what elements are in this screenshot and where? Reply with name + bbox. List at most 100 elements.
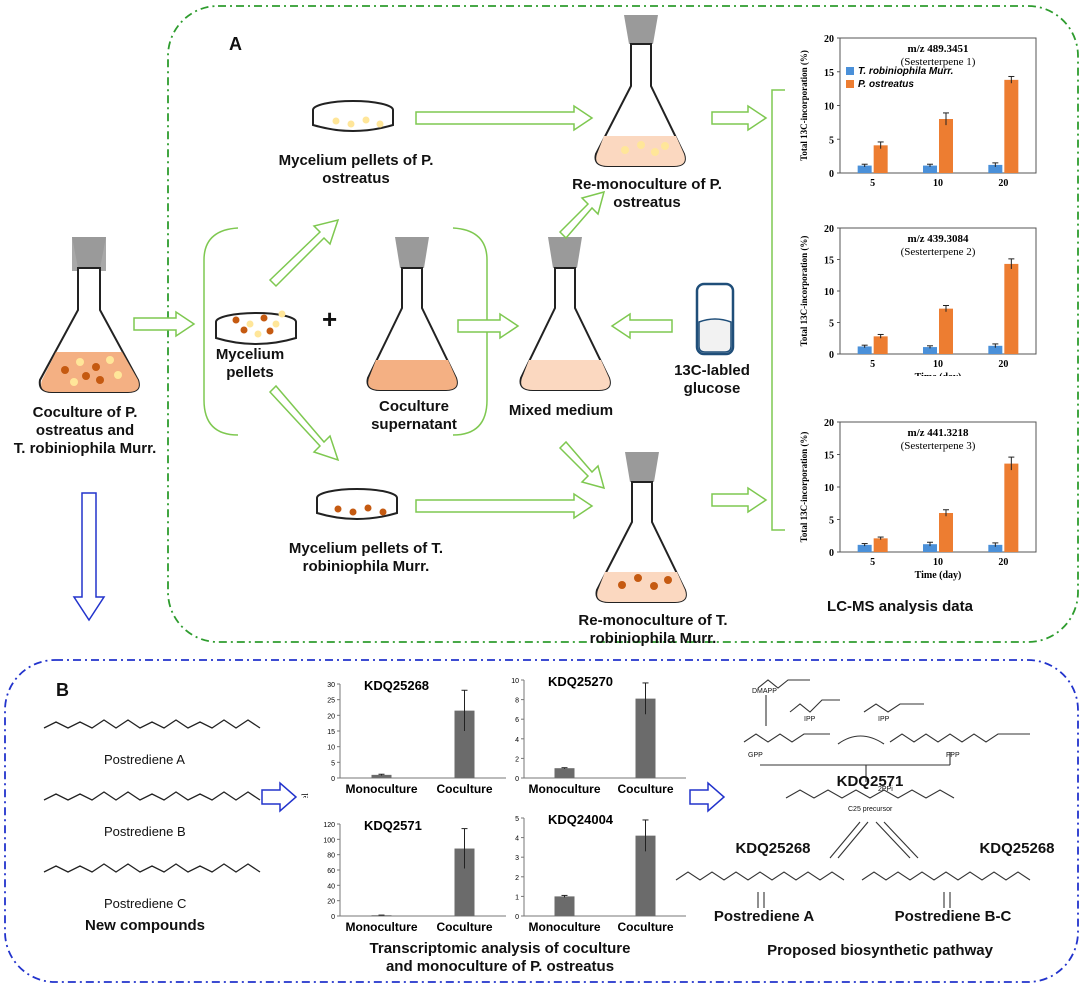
- y-tick-label: 0: [829, 350, 834, 361]
- bar: [923, 165, 937, 173]
- bar: [873, 336, 888, 354]
- bar: [635, 698, 656, 778]
- x-tick-label: 5: [870, 359, 875, 370]
- tr-pellets-dish-icon: [316, 488, 398, 520]
- pathway-enzyme-kdq25268-right: KDQ25268: [979, 840, 1055, 857]
- bar: [939, 119, 953, 173]
- lcms-label: LC-MS analysis data: [827, 598, 973, 615]
- x-tick-label: Monoculture: [346, 920, 418, 934]
- y-tick-label: 2: [515, 875, 519, 882]
- bar: [454, 710, 475, 778]
- y-tick-label: 5: [515, 816, 519, 823]
- chart-title: m/z 441.3218: [907, 427, 969, 439]
- y-tick-label: 1: [515, 894, 519, 901]
- pathway-enzyme-kdq2571: KDQ2571: [836, 773, 904, 790]
- x-tick-label: Coculture: [436, 920, 492, 934]
- legend-swatch: [846, 80, 854, 88]
- chart-title: KDQ24004: [548, 812, 614, 827]
- compound-structures: [43, 719, 261, 873]
- pathway-dmapp: DMAPP: [752, 688, 777, 695]
- remono-tr-label: Re-monoculture of T. robiniophila Murr.: [578, 612, 728, 647]
- bar: [857, 165, 872, 173]
- bar: [988, 544, 1003, 552]
- chart-title: KDQ25268: [364, 678, 429, 693]
- x-axis-label: Time (day): [915, 372, 962, 376]
- y-tick-label: 0: [515, 914, 519, 921]
- y-tick-label: 15: [824, 256, 834, 267]
- x-tick-label: Monoculture: [529, 920, 601, 934]
- x-tick-label: 5: [870, 557, 875, 568]
- mycelium-pellets-label: Mycelium pellets: [215, 346, 285, 381]
- y-tick-label: 120: [323, 822, 335, 829]
- y-tick-label: 80: [327, 853, 335, 860]
- y-tick-label: 0: [829, 548, 834, 559]
- panel-a-letter: A: [229, 34, 242, 54]
- arrow-to-pellets: [133, 310, 196, 338]
- pathway-gpp: GPP: [748, 752, 763, 759]
- compound-b-label: Postrediene B: [104, 824, 186, 839]
- plus-sign: +: [322, 304, 338, 334]
- y-axis-label: Total 13C-incorporation (%): [799, 236, 809, 347]
- pathway-c25: C25 precursor: [848, 806, 893, 813]
- y-tick-label: 3: [515, 855, 519, 862]
- y-tick-label: 0: [331, 914, 335, 921]
- y-tick-label: 4: [515, 836, 519, 843]
- compound-a-label: Postrediene A: [104, 752, 185, 767]
- glucose-tube-icon: [695, 282, 735, 356]
- coculture-flask-icon: [38, 237, 140, 393]
- y-tick-label: 2: [515, 756, 519, 763]
- x-tick-label: Coculture: [617, 782, 673, 796]
- arrow-to-mixed: [457, 312, 520, 340]
- bar: [923, 544, 937, 552]
- bar: [554, 896, 575, 916]
- bar: [857, 544, 872, 552]
- x-tick-label: 10: [933, 178, 943, 186]
- arrow-tr-to-charts: [711, 486, 768, 514]
- mixed-pellets-dish-icon: [215, 310, 297, 345]
- po-pellets-dish-icon: [312, 100, 394, 132]
- legend-label: P. ostreatus: [858, 79, 914, 90]
- bar: [1004, 263, 1019, 354]
- transcriptomic-line-2: and monoculture of P. ostreatus: [385, 958, 615, 975]
- y-tick-label: 10: [824, 483, 834, 494]
- compound-c-label: Postrediene C: [104, 896, 187, 911]
- pathway-enzyme-kdq25268-left: KDQ25268: [735, 840, 811, 857]
- arrow-to-pathway: [689, 781, 726, 813]
- pathway-product-left: Postrediene A: [713, 908, 815, 925]
- coculture-label-line-1: Coculture of P.: [32, 404, 138, 421]
- x-tick-label: Monoculture: [529, 782, 601, 796]
- x-tick-label: Monoculture: [346, 782, 418, 796]
- y-axis-label: Total 13C-incorporation (%): [799, 50, 809, 161]
- bracket-left: [203, 227, 239, 436]
- y-tick-label: 10: [824, 287, 834, 298]
- coculture-label-line-2: ostreatus and: [35, 422, 135, 439]
- arrow-down-diagonal: [268, 384, 340, 462]
- charts-bracket: [771, 89, 785, 531]
- y-tick-label: 60: [327, 868, 335, 875]
- chart-title: m/z 489.3451: [907, 43, 968, 55]
- chart-title: m/z 439.3084: [907, 233, 969, 245]
- y-tick-label: 4: [515, 737, 519, 744]
- coculture-label: Coculture of P. ostreatus and T. robinio…: [2, 404, 168, 458]
- arrow-to-transcriptomics: [261, 781, 298, 813]
- supernatant-flask-icon: [366, 237, 458, 391]
- bar: [939, 513, 953, 552]
- new-compounds-label: New compounds: [84, 917, 205, 934]
- y-axis-label: Total 13C-incorporation (%): [799, 432, 809, 543]
- x-tick-label: 10: [933, 359, 943, 370]
- y-tick-label: 20: [327, 713, 335, 720]
- pathway-title: Proposed biosynthetic pathway: [767, 942, 993, 959]
- bar: [923, 347, 937, 354]
- bar: [454, 848, 475, 916]
- y-tick-label: 15: [824, 68, 834, 79]
- legend-swatch: [846, 67, 854, 75]
- y-tick-label: 5: [829, 135, 834, 146]
- x-tick-label: Coculture: [617, 920, 673, 934]
- bar: [988, 164, 1003, 173]
- y-tick-label: 0: [331, 776, 335, 783]
- arrow-from-glucose: [610, 312, 673, 340]
- y-tick-label: 10: [327, 745, 335, 752]
- pathway-2ppi: 2PPi: [878, 786, 893, 793]
